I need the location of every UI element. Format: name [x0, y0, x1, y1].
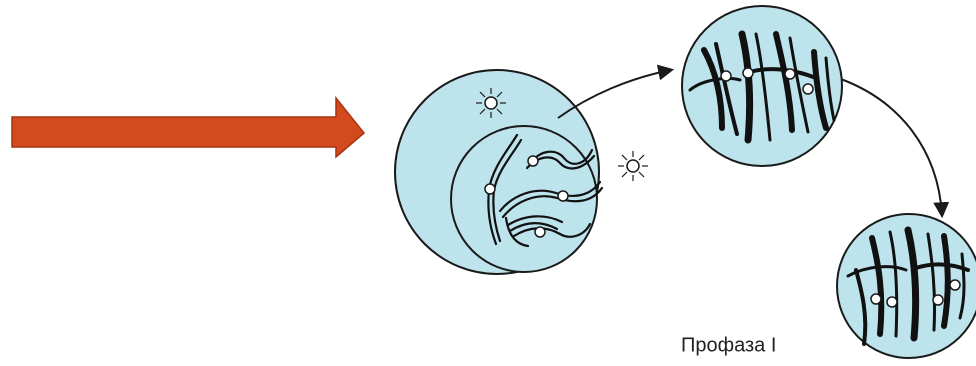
arrow-right-icon [12, 98, 364, 157]
diagram-caption: Профаза I [681, 335, 776, 358]
nucleus [451, 126, 597, 272]
sun-burst-icon [476, 88, 506, 118]
cell-stage-2 [682, 6, 842, 166]
sun-burst-icon [618, 151, 648, 181]
cell [395, 70, 648, 274]
curved-arrow [838, 78, 942, 215]
cell-stage-3 [837, 214, 976, 358]
